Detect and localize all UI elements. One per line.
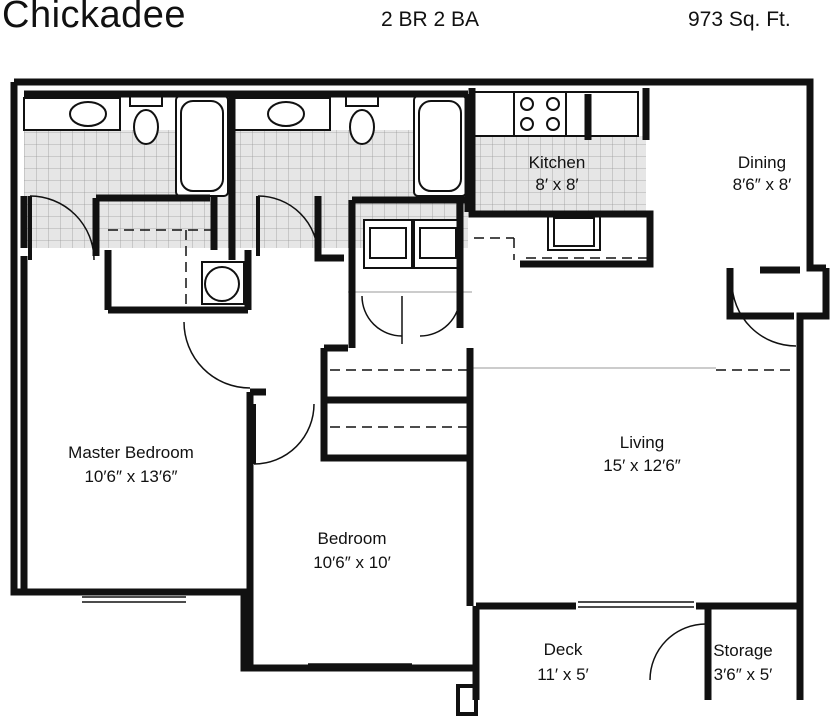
- plan-title: Chickadee: [2, 0, 187, 36]
- bedroom-label: Bedroom: [318, 529, 387, 548]
- living-size: 15′ x 12′6″: [603, 456, 681, 475]
- square-footage: 973 Sq. Ft.: [688, 8, 791, 31]
- dining-label: Dining: [738, 153, 786, 172]
- doors: [28, 195, 797, 681]
- water-heater: [204, 266, 240, 302]
- toilet-bowl-1: [133, 109, 159, 145]
- deck-size: 11′ x 5′: [537, 665, 588, 684]
- sink-2: [267, 101, 305, 127]
- room-labels: Kitchen 8′ x 8′ Dining 8′6″ x 8′ Master …: [68, 153, 791, 684]
- bedroom-size: 10′6″ x 10′: [313, 553, 391, 572]
- kitchen-size: 8′ x 8′: [535, 175, 578, 194]
- fixtures: [23, 91, 639, 305]
- storage-size: 3′6″ x 5′: [714, 665, 773, 684]
- beds-baths: 2 BR 2 BA: [381, 8, 480, 31]
- stove: [513, 91, 567, 137]
- master-bedroom-label: Master Bedroom: [68, 443, 194, 462]
- dining-size: 8′6″ x 8′: [733, 175, 792, 194]
- thin-lines: [348, 291, 716, 369]
- walls: [10, 78, 830, 716]
- living-label: Living: [620, 433, 664, 452]
- kitchen-label: Kitchen: [529, 153, 586, 172]
- shelves: [108, 229, 792, 428]
- master-bedroom-size: 10′6″ x 13′6″: [84, 467, 177, 486]
- windows: [82, 596, 694, 670]
- storage-label: Storage: [713, 641, 773, 660]
- deck-label: Deck: [544, 640, 583, 659]
- toilet-bowl-2: [349, 109, 375, 145]
- sink-1: [69, 101, 107, 127]
